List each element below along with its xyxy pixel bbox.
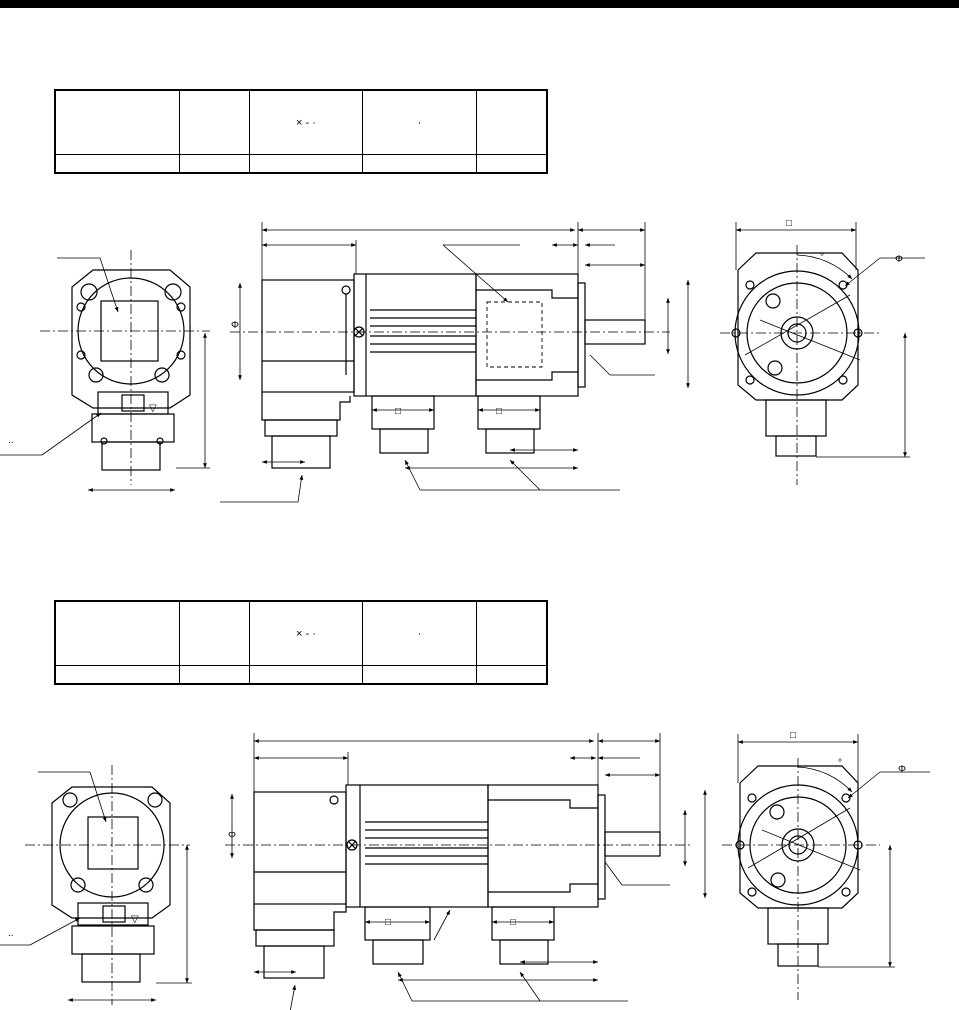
- diameter-symbol: Φ: [895, 254, 903, 265]
- screw-icon: [769, 804, 785, 820]
- table-cell: [249, 154, 363, 174]
- screw-icon: [770, 872, 786, 888]
- square-symbol: □: [510, 917, 516, 928]
- spec-table-2: × - · ·: [54, 600, 548, 685]
- square-symbol: □: [385, 917, 391, 928]
- triangle-icon: ▽: [131, 914, 139, 925]
- screw-icon: [147, 792, 163, 808]
- side-view-bottom: [225, 733, 707, 1010]
- spec-table-1: × - · ·: [54, 89, 548, 174]
- degree-symbol: °: [838, 758, 842, 769]
- screw-icon: [80, 283, 98, 301]
- front-view-right-top: [720, 222, 925, 485]
- table-cell: [476, 154, 548, 174]
- table-row: [54, 154, 548, 174]
- table-header-cell: [54, 600, 181, 666]
- table-cell: [476, 665, 548, 685]
- table-header-cell: [179, 89, 251, 155]
- front-view-right-bottom: [722, 734, 930, 1000]
- screw-icon: [138, 877, 154, 893]
- table-header-cell: ·: [361, 89, 478, 155]
- side-view-top: [220, 222, 690, 503]
- square-symbol: □: [395, 406, 401, 417]
- table-cell: [54, 665, 181, 685]
- screw-icon: [154, 367, 170, 383]
- square-symbol: □: [786, 218, 792, 229]
- square-symbol: □: [496, 406, 502, 417]
- square-symbol: □: [790, 730, 796, 741]
- table-cell: [54, 154, 181, 174]
- diameter-symbol: Φ: [231, 320, 239, 331]
- end-view-left-top: [0, 250, 210, 492]
- screw-icon: [62, 792, 78, 808]
- table-cell: [249, 665, 363, 685]
- table-row: [54, 665, 548, 685]
- end-view-left-bottom: [0, 765, 192, 1005]
- screw-icon: [765, 293, 781, 309]
- degree-symbol: °: [820, 252, 824, 263]
- table-header-cell: [179, 600, 251, 666]
- table-header-cell: × - ·: [249, 89, 363, 155]
- top-rule: [0, 0, 959, 8]
- table-header-cell: ·: [361, 600, 478, 666]
- table-header-cell: [476, 600, 548, 666]
- screw-icon: [70, 877, 86, 893]
- diameter-symbol: Φ: [228, 830, 236, 841]
- screw-icon: [88, 367, 104, 383]
- table-header-row: × - · ·: [54, 600, 548, 666]
- diameter-symbol: Φ: [898, 764, 906, 775]
- screw-icon: [767, 360, 783, 376]
- table-header-cell: [54, 89, 181, 155]
- table-header-cell: [476, 89, 548, 155]
- table-header-cell: × - ·: [249, 600, 363, 666]
- table-header-row: × - · ·: [54, 89, 548, 155]
- triangle-icon: ▽: [149, 403, 157, 414]
- small-dots: ..: [8, 928, 14, 939]
- small-dots: ..: [8, 435, 14, 446]
- screw-icon: [164, 283, 182, 301]
